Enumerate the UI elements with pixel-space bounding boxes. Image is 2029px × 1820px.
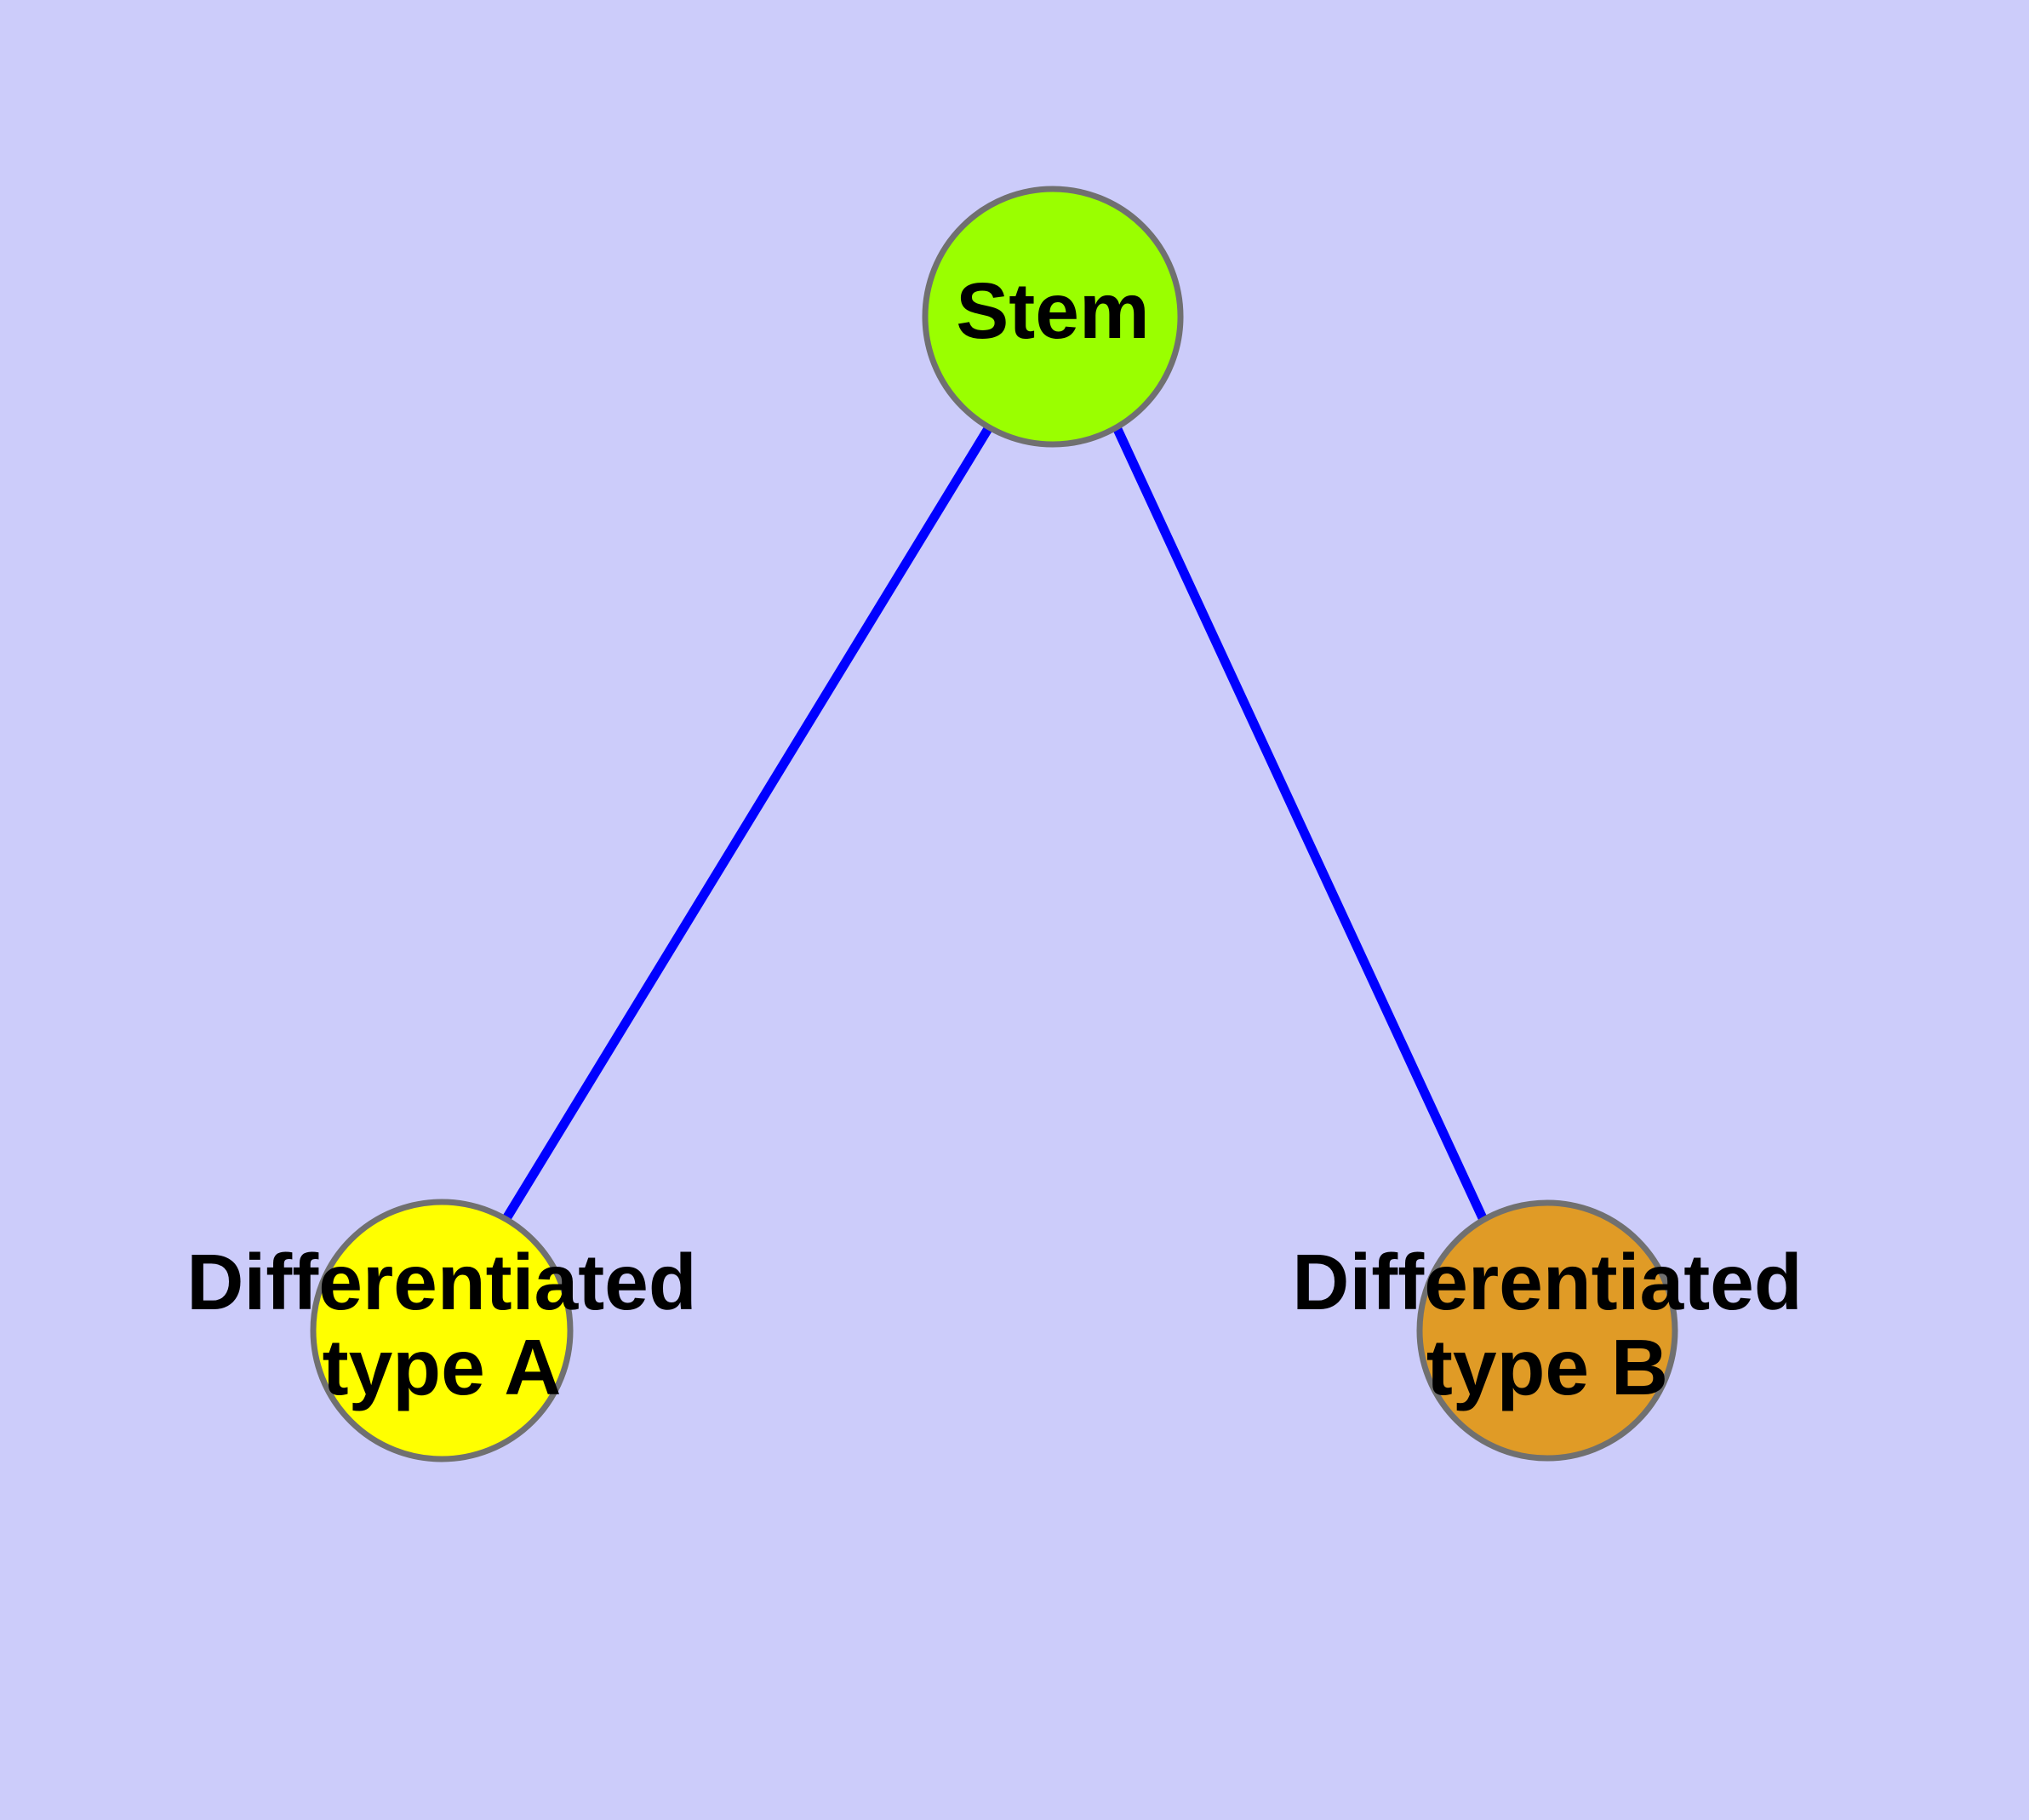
edge-layer [501,425,1488,1222]
node-label-line: Stem [956,266,1149,355]
node-label-stem: Stem [956,266,1149,355]
graph-edge-stem-to-diff-a[interactable] [501,425,993,1222]
node-label-line: Differentiated [186,1238,696,1326]
node-label-line: type A [323,1323,562,1411]
node-circle-diff-a[interactable] [310,1199,574,1462]
graph-edge-stem-to-diff-b[interactable] [1112,425,1488,1222]
node-circle-stem[interactable] [922,186,1184,448]
node-circle-diff-b[interactable] [1416,1199,1678,1462]
node-label-line: Differentiated [1292,1238,1802,1326]
graph-node-stem[interactable]: Stem [922,186,1184,448]
node-label-line: type B [1426,1323,1668,1411]
